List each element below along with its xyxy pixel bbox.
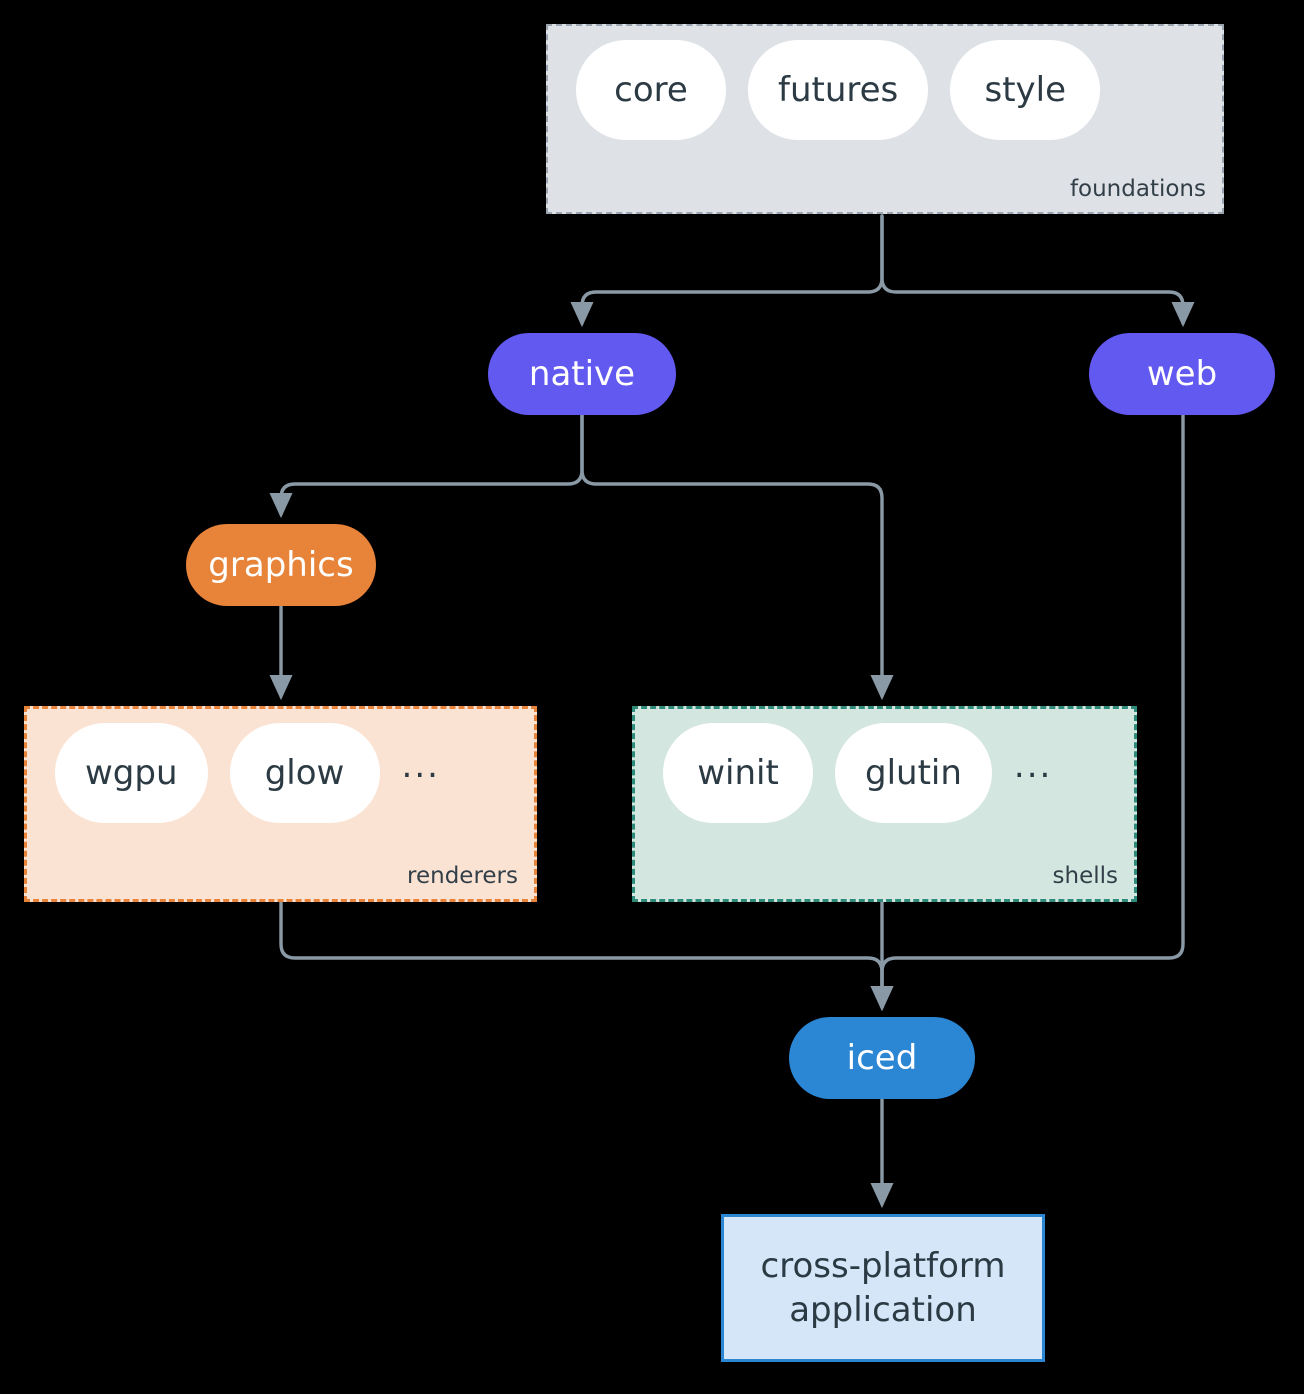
node-graphics[interactable]: graphics	[186, 524, 376, 606]
renderers-items: wgpu glow ...	[27, 723, 534, 823]
edge-native-graphics	[269, 413, 584, 519]
renderers-more-ellipsis: ...	[401, 746, 440, 786]
node-core[interactable]: core	[576, 40, 726, 140]
group-label-renderers: renderers	[407, 863, 518, 889]
application-label-line1: cross-platform	[760, 1245, 1006, 1286]
edge-native-shells	[580, 413, 894, 701]
group-renderers: wgpu glow ... renderers	[24, 706, 537, 902]
application-label-line2: application	[789, 1290, 977, 1330]
node-wgpu[interactable]: wgpu	[55, 723, 208, 823]
node-cross-platform-application[interactable]: cross-platform application	[721, 1214, 1045, 1362]
edge-foundations-web	[880, 214, 1195, 328]
node-glutin[interactable]: glutin	[835, 723, 992, 823]
group-shells: winit glutin ... shells	[632, 706, 1137, 902]
foundations-items: core futures style	[548, 40, 1222, 140]
node-web[interactable]: web	[1089, 333, 1275, 415]
node-native[interactable]: native	[488, 333, 676, 415]
edge-foundations-native	[570, 214, 884, 328]
node-futures[interactable]: futures	[748, 40, 929, 140]
node-iced[interactable]: iced	[789, 1017, 975, 1099]
node-winit[interactable]: winit	[663, 723, 813, 823]
node-glow[interactable]: glow	[229, 723, 380, 823]
edge-renderers-iced	[279, 900, 894, 1012]
group-label-shells: shells	[1052, 863, 1118, 889]
group-label-foundations: foundations	[1069, 176, 1206, 202]
shells-more-ellipsis: ...	[1013, 746, 1053, 786]
shells-items: winit glutin ...	[635, 723, 1134, 823]
node-style[interactable]: style	[950, 40, 1101, 140]
group-foundations: core futures style foundations	[546, 24, 1224, 214]
